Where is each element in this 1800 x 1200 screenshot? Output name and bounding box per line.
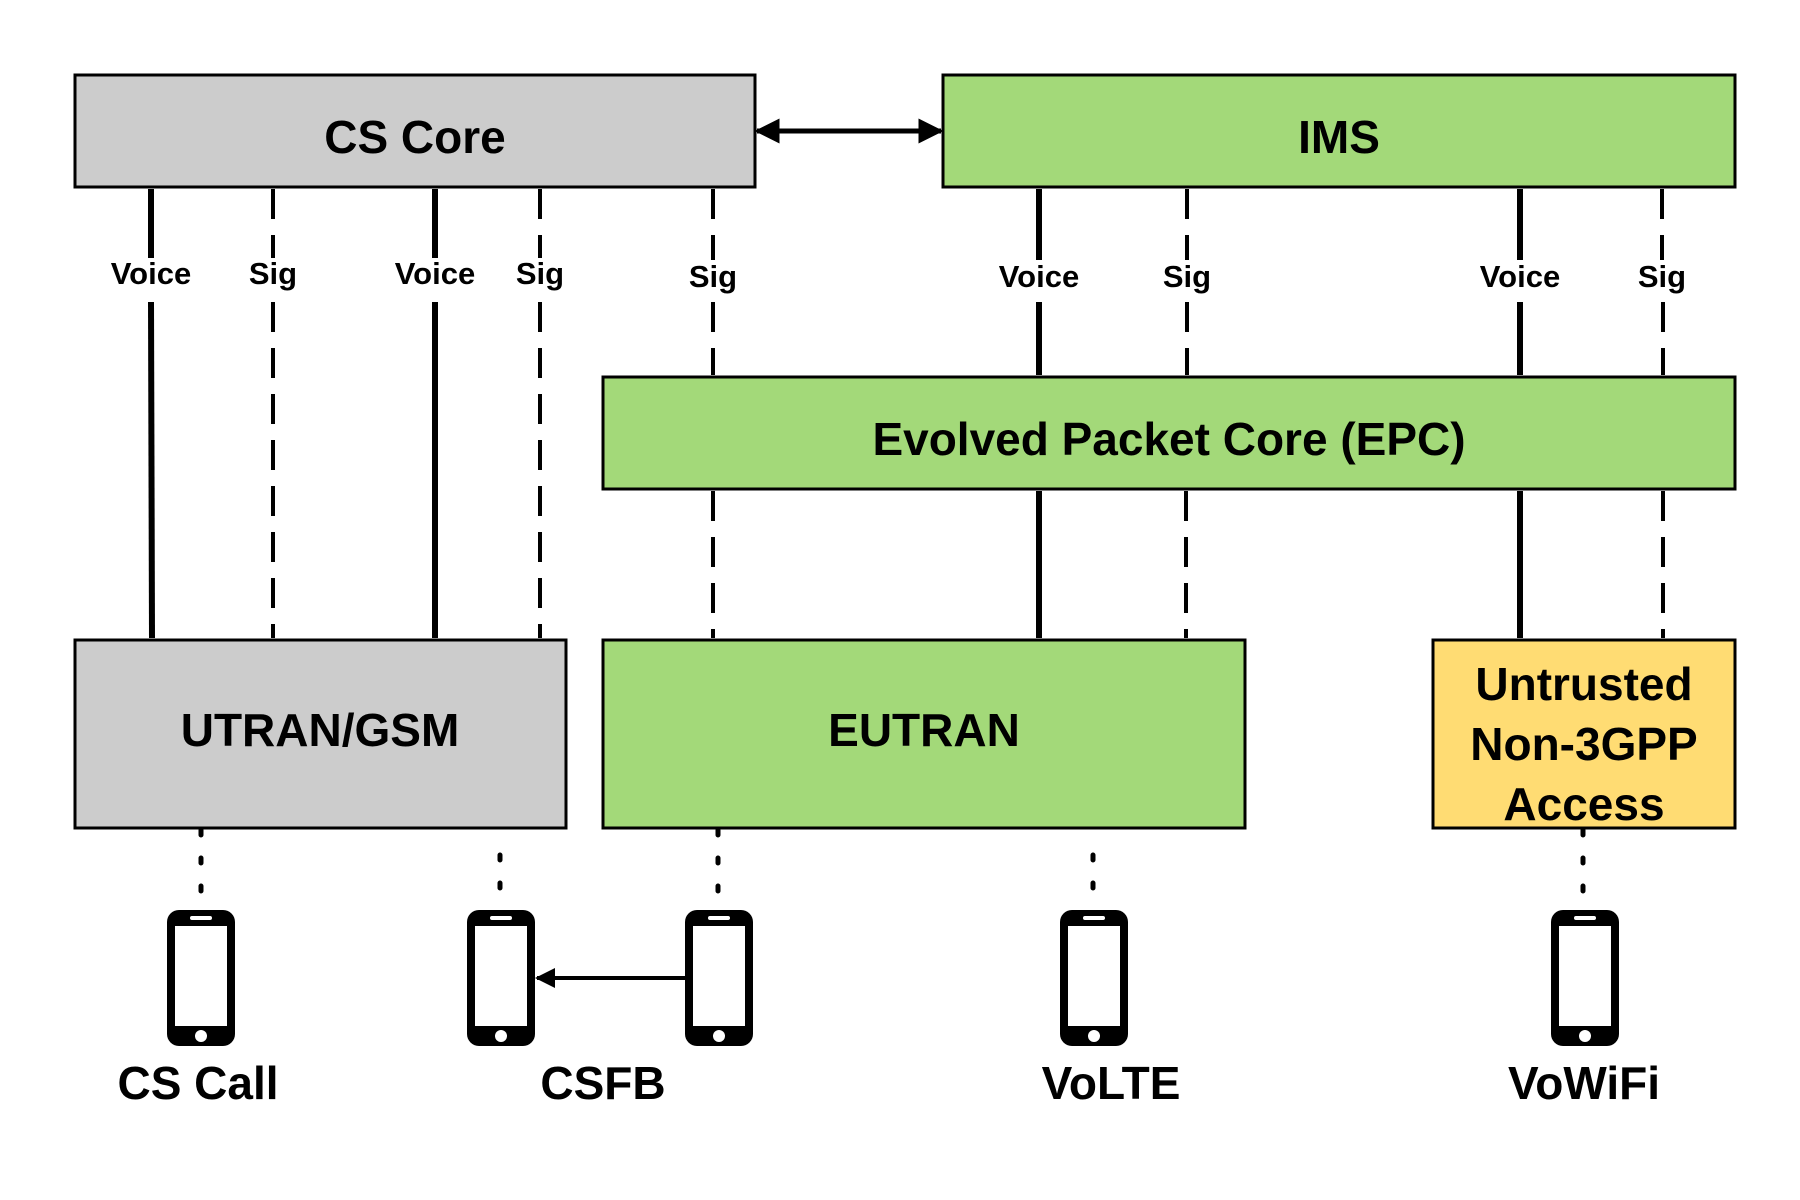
sig-label-cs-call: Sig [249, 256, 297, 291]
cs-core-box: CS Core [73, 73, 757, 189]
ims-box: IMS [941, 73, 1737, 189]
utran-gsm-box: UTRAN/GSM [73, 638, 568, 830]
untrusted-label-line-2: Non-3GPP [1470, 718, 1697, 770]
untrusted-non-3gpp-box: Untrusted Non-3GPP Access [1431, 638, 1737, 830]
eutran-label: EUTRAN [828, 704, 1020, 756]
volte-smartphone-icon [1060, 910, 1128, 1046]
untrusted-label-line-3: Access [1503, 778, 1664, 830]
vowifi-smartphone-icon [1551, 910, 1619, 1046]
cs-core-utran-links [148, 189, 542, 639]
ims-untrusted-links [1517, 189, 1665, 638]
cs-core-label: CS Core [324, 111, 505, 163]
vowifi-caption: VoWiFi [1508, 1057, 1660, 1109]
voice-label-csfb: Voice [395, 256, 475, 291]
csfb-source-smartphone-icon [685, 910, 753, 1046]
sig-label-csfb: Sig [516, 256, 564, 291]
sig-label-epc: Sig [689, 259, 737, 294]
csfb-target-smartphone-icon [467, 910, 535, 1046]
epc-box: Evolved Packet Core (EPC) [601, 375, 1737, 491]
csfb-caption: CSFB [540, 1057, 665, 1109]
volte-caption: VoLTE [1042, 1057, 1181, 1109]
cs-call-caption: CS Call [117, 1057, 278, 1109]
eutran-box: EUTRAN [601, 638, 1247, 830]
sig-label-volte: Sig [1163, 259, 1211, 294]
untrusted-label-line-1: Untrusted [1475, 658, 1692, 710]
epc-label: Evolved Packet Core (EPC) [872, 413, 1465, 465]
cs-call-smartphone-icon [167, 910, 235, 1046]
radio-links [198, 827, 1586, 908]
voice-label-cs-call: Voice [111, 256, 191, 291]
voice-label-vowifi: Voice [1480, 259, 1560, 294]
ims-eutran-links [1036, 189, 1189, 638]
sig-label-vowifi: Sig [1638, 259, 1686, 294]
utran-gsm-label: UTRAN/GSM [181, 704, 460, 756]
voice-label-volte: Voice [999, 259, 1079, 294]
ims-label: IMS [1298, 111, 1380, 163]
